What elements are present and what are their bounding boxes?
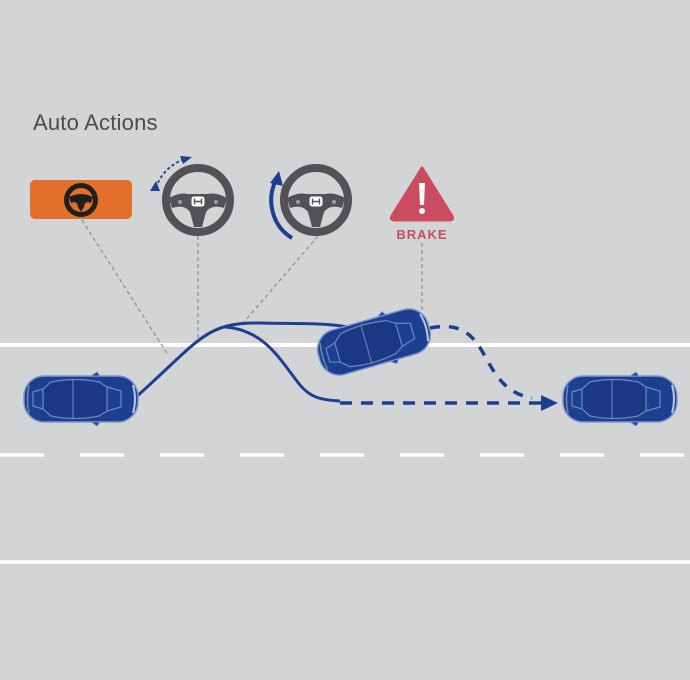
diagram-title: Auto Actions: [33, 110, 158, 135]
steering-wheel-turn-left-icon: [150, 156, 230, 232]
steering-wheel-turn-right-icon: [269, 168, 348, 240]
car-drifting: [310, 299, 438, 385]
steer-path-solid: [134, 321, 361, 400]
leader-line-indicator: [81, 219, 169, 356]
steering-assist-indicator-icon: [30, 180, 132, 219]
leader-line-wheel-right: [243, 235, 319, 323]
car-start: [23, 371, 139, 427]
car-end: [562, 371, 678, 427]
return-path-solid: [224, 325, 341, 403]
drift-path-dashed: [429, 324, 533, 400]
path-arrowhead: [541, 395, 558, 411]
brake-label: BRAKE: [396, 227, 448, 242]
brake-warning-icon: [389, 166, 455, 222]
